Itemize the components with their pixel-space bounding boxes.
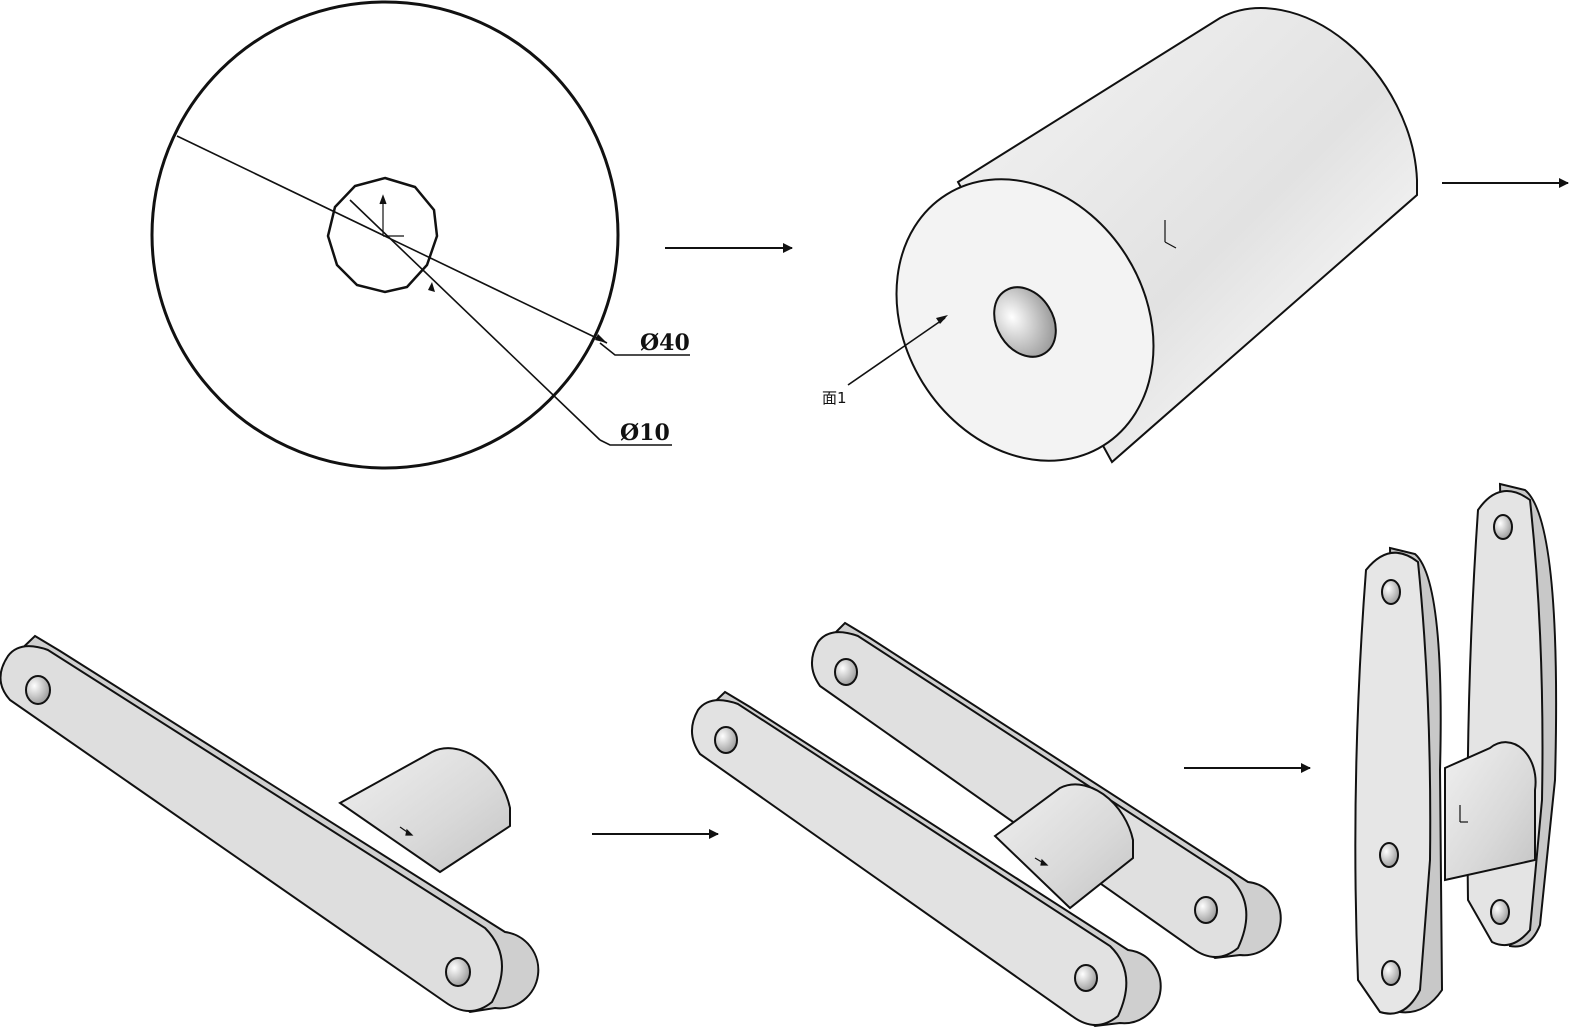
right-plate-hole-top: [1493, 514, 1513, 540]
face-label: 面1: [822, 389, 847, 407]
face-leader-arrow: [936, 315, 948, 324]
step5-upright-assembly: [1354, 482, 1558, 1015]
outer-diameter-label: Ø40: [640, 330, 690, 356]
boss-cylinder: [338, 747, 511, 874]
step1-sketch: Ø40 Ø10: [150, 0, 690, 470]
back-arm-face: [811, 631, 1248, 958]
outer-circle: [150, 0, 620, 470]
step4-two-arms: [691, 621, 1282, 1028]
origin-icon: [379, 194, 404, 237]
origin-icon: [1034, 857, 1049, 866]
front-arm-face: [691, 699, 1128, 1026]
diameter-line-inner: [349, 199, 601, 441]
inner-diameter-label: Ø10: [620, 420, 670, 446]
step3-arm-with-boss: [0, 634, 540, 1014]
inner-circle: [326, 176, 439, 294]
connecting-boss: [993, 783, 1134, 910]
left-plate-face: [1354, 551, 1432, 1015]
back-arm-hole-bottom: [1194, 896, 1218, 924]
right-plate-hole-bottom: [1490, 899, 1510, 925]
front-arm-hole-top: [714, 726, 738, 754]
leader-outer: [599, 342, 690, 356]
left-plate-hole-top: [1381, 579, 1401, 605]
right-plate-face: [1466, 490, 1544, 946]
arm-face: [0, 645, 503, 1012]
face-leader: [847, 317, 946, 386]
origin-icon: [399, 826, 414, 836]
leader-inner: [599, 439, 672, 446]
origin-icon: [1164, 220, 1177, 249]
dim-arrow-outer: [595, 334, 607, 343]
center-hole: [993, 286, 1057, 358]
origin-icon: [1459, 805, 1468, 823]
left-plate-hole-middle: [1379, 842, 1399, 868]
dim-arrow-inner: [428, 282, 435, 292]
arm-hole-bottom: [445, 957, 471, 987]
front-arm-hole-bottom: [1074, 964, 1098, 992]
assembly-boss: [1444, 741, 1537, 882]
step2-extruded-cylinder: 面1: [822, 7, 1418, 464]
back-arm-hole-top: [834, 658, 858, 686]
left-plate-hole-bottom: [1381, 960, 1401, 986]
arm-hole-top: [25, 675, 51, 705]
